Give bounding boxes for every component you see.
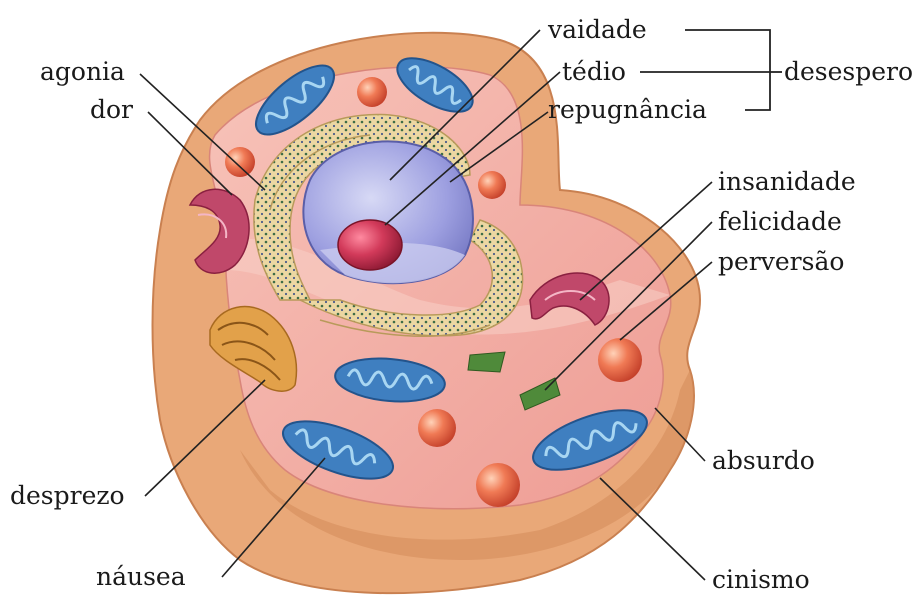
label-felicidade: felicidade: [718, 207, 842, 236]
label-dor: dor: [90, 95, 133, 124]
lysosome: [598, 338, 642, 382]
label-perversao: perversão: [718, 247, 844, 276]
nucleus: [303, 141, 473, 283]
lysosome: [476, 463, 520, 507]
label-insanidade: insanidade: [718, 167, 856, 196]
label-cinismo: cinismo: [712, 565, 810, 594]
label-nausea: náusea: [96, 562, 186, 591]
label-tedio: tédio: [562, 57, 626, 86]
lysosome: [418, 409, 456, 447]
label-absurdo: absurdo: [712, 446, 815, 475]
label-agonia: agonia: [40, 57, 125, 86]
nucleolus: [338, 220, 402, 270]
label-desprezo: desprezo: [10, 481, 125, 510]
label-repugnancia: repugnância: [548, 95, 707, 124]
lysosome: [478, 171, 506, 199]
label-vaidade: vaidade: [547, 15, 647, 44]
lysosome: [357, 77, 387, 107]
lysosome: [225, 147, 255, 177]
label-desespero: desespero: [784, 57, 912, 86]
